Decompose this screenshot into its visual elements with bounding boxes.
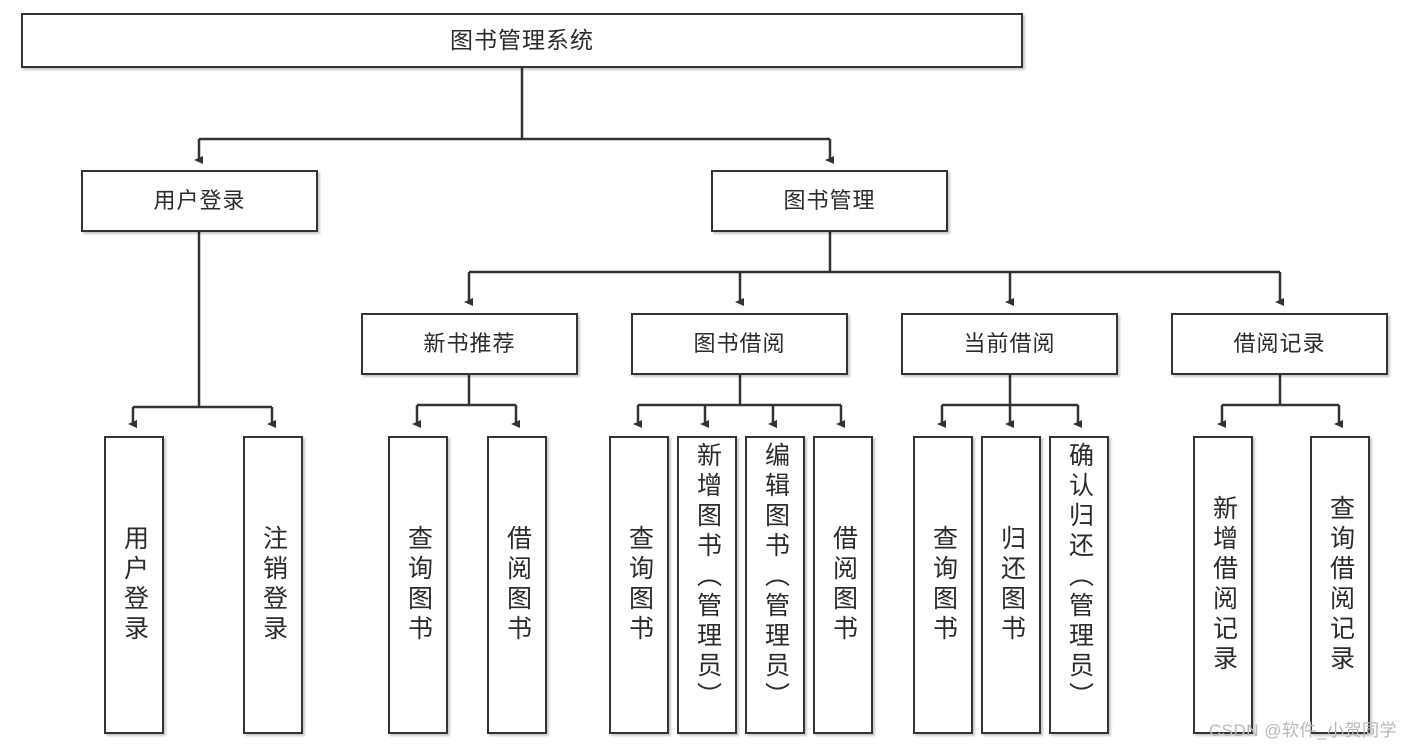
leaf-borrow-borrow-book[interactable]: 借阅图书 bbox=[813, 436, 873, 734]
node-user-login-label: 用户登录 bbox=[153, 187, 246, 213]
node-user-login[interactable]: 用户登录 bbox=[81, 170, 318, 232]
node-root[interactable]: 图书管理系统 bbox=[21, 13, 1023, 68]
leaf-record-query-label: 查询借阅记录 bbox=[1326, 495, 1355, 675]
leaf-user-login-logout-label: 注销登录 bbox=[259, 525, 288, 645]
node-book-management[interactable]: 图书管理 bbox=[711, 170, 948, 232]
leaf-record-add-label: 新增借阅记录 bbox=[1209, 495, 1238, 675]
leaf-borrow-add-book-label: 新增图书（管理员） bbox=[693, 442, 722, 712]
leaf-borrow-add-book[interactable]: 新增图书（管理员） bbox=[677, 436, 737, 734]
leaf-new-book-query[interactable]: 查询图书 bbox=[388, 436, 448, 734]
leaf-borrow-query-book-label: 查询图书 bbox=[625, 525, 654, 645]
leaf-user-login-logout[interactable]: 注销登录 bbox=[243, 436, 303, 734]
leaf-borrow-query-book[interactable]: 查询图书 bbox=[609, 436, 669, 734]
leaf-user-login-login-label: 用户登录 bbox=[120, 525, 149, 645]
leaf-borrow-edit-book-label: 编辑图书（管理员） bbox=[761, 442, 790, 712]
node-book-management-label: 图书管理 bbox=[783, 187, 876, 213]
node-current-borrow-label: 当前借阅 bbox=[963, 330, 1056, 356]
leaf-record-add[interactable]: 新增借阅记录 bbox=[1193, 436, 1253, 734]
leaf-current-confirm-return-label: 确认归还（管理员） bbox=[1065, 442, 1094, 712]
leaf-current-return-book[interactable]: 归还图书 bbox=[981, 436, 1041, 734]
node-root-label: 图书管理系统 bbox=[450, 26, 594, 53]
leaf-current-return-book-label: 归还图书 bbox=[997, 525, 1026, 645]
node-new-book-recommend[interactable]: 新书推荐 bbox=[361, 313, 578, 375]
node-new-book-recommend-label: 新书推荐 bbox=[423, 330, 516, 356]
leaf-current-query-book-label: 查询图书 bbox=[929, 525, 958, 645]
leaf-current-query-book[interactable]: 查询图书 bbox=[913, 436, 973, 734]
node-borrow-record[interactable]: 借阅记录 bbox=[1171, 313, 1388, 375]
leaf-borrow-edit-book[interactable]: 编辑图书（管理员） bbox=[745, 436, 805, 734]
node-book-borrow-label: 图书借阅 bbox=[693, 330, 786, 356]
node-borrow-record-label: 借阅记录 bbox=[1233, 330, 1326, 356]
leaf-current-confirm-return[interactable]: 确认归还（管理员） bbox=[1049, 436, 1109, 734]
node-book-borrow[interactable]: 图书借阅 bbox=[631, 313, 848, 375]
leaf-new-book-query-label: 查询图书 bbox=[404, 525, 433, 645]
leaf-user-login-login[interactable]: 用户登录 bbox=[104, 436, 164, 734]
node-current-borrow[interactable]: 当前借阅 bbox=[901, 313, 1118, 375]
watermark: CSDN @软件_小贺同学 bbox=[1208, 721, 1397, 740]
leaf-new-book-borrow-label: 借阅图书 bbox=[503, 525, 532, 645]
leaf-borrow-borrow-book-label: 借阅图书 bbox=[829, 525, 858, 645]
leaf-record-query[interactable]: 查询借阅记录 bbox=[1310, 436, 1370, 734]
leaf-new-book-borrow[interactable]: 借阅图书 bbox=[487, 436, 547, 734]
